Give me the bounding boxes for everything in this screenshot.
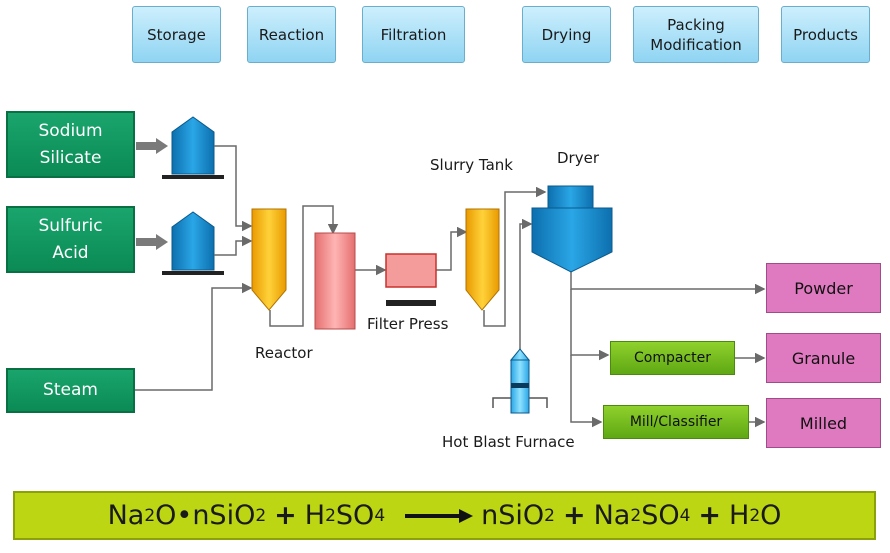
eq-plus: + [562,500,586,531]
label-slurry-tank: Slurry Tank [430,156,513,174]
line-dryer-to-powder [570,270,766,295]
hot-blast-furnace [492,348,548,414]
stage-reaction: Reaction [247,6,336,63]
eq-sub: 2 [255,505,267,526]
line-acid-to-reactor [214,235,253,256]
eq-sub: 2 [144,505,156,526]
line-steam-to-reactor [135,282,253,391]
reaction-arrow-icon [405,508,474,523]
stage-filtration: Filtration [362,6,465,63]
eq-sub: 2 [325,505,336,526]
eq-sub: 2 [630,505,642,526]
slurry-tank [465,208,500,311]
stage-products: Products [781,6,870,63]
eq-sub: 4 [374,505,386,526]
line-furnace-to-dryer [519,218,533,350]
stage-packing-modification: Packing Modification [633,6,759,63]
storage-tank-silicate [162,116,224,179]
label-dryer: Dryer [557,149,599,167]
storage-tank-acid [162,211,224,275]
line-dryer-to-mill [570,355,603,428]
stage-drying: Drying [522,6,611,63]
reactor-vessel [251,208,287,311]
eq-na2: Na [593,500,631,531]
feed-arrow-sulfuric-acid [136,234,168,250]
eq-sub: 4 [679,505,691,526]
product-powder: Powder [766,263,881,313]
eq-sub: 2 [544,505,555,526]
eq-sub: 2 [749,505,761,526]
product-granule: Granule [766,333,881,383]
input-sulfuric-acid: Sulfuric Acid [6,206,135,273]
line-press-to-slurry [436,226,468,271]
eq-o-nsio: O•nSiO [155,500,256,531]
product-milled: Milled [766,398,881,448]
process-compacter: Compacter [610,341,735,375]
line-silicate-to-reactor [214,145,253,232]
label-hot-blast-furnace: Hot Blast Furnace [442,433,575,451]
filter-press [385,253,437,306]
eq-plus: + [698,500,722,531]
line-dryer-to-compacter [570,289,610,361]
label-reactor: Reactor [255,344,313,362]
line-reactor-to-filter [269,205,339,327]
eq-plus: + [274,500,297,531]
input-steam: Steam [6,368,135,413]
eq-so2: SO [641,500,680,531]
dryer-vessel [531,185,613,273]
stage-storage: Storage [132,6,221,63]
filtration-column [314,232,356,330]
eq-o: O [760,500,782,531]
input-sodium-silicate: Sodium Silicate [6,111,135,178]
process-mill-classifier: Mill/Classifier [603,405,749,439]
eq-na: Na [107,500,145,531]
eq-nsio: nSiO [481,500,545,531]
label-filter-press: Filter Press [367,315,449,333]
eq-h: H [304,500,326,531]
line-slurry-to-dryer [483,186,547,327]
eq-h2: H [729,500,750,531]
eq-so: SO [335,500,375,531]
feed-arrow-sodium-silicate [136,138,168,154]
